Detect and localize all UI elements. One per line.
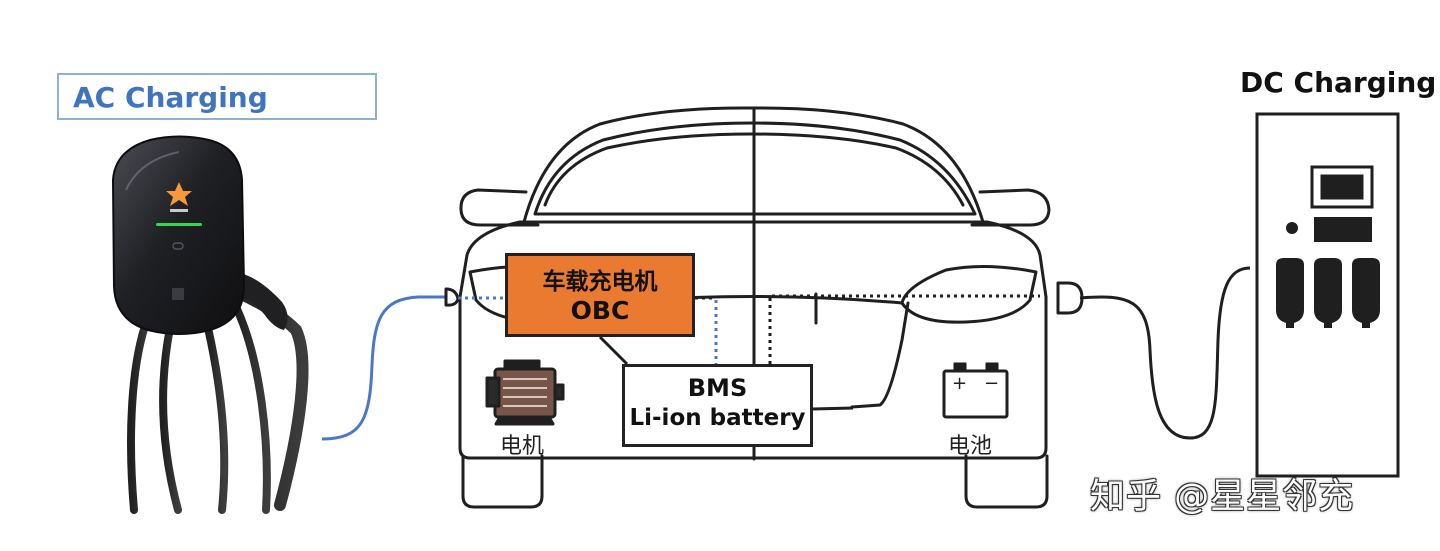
battery-label: 电池 [948, 434, 993, 459]
obc-chinese-label: 车载充电机 [542, 269, 658, 295]
battery-minus-label: − [984, 373, 999, 394]
dc-pile-icon [1255, 112, 1400, 478]
bms-battery-link [812, 406, 854, 411]
bms-label: BMS [687, 374, 748, 402]
ac-charging-title: AC Charging [73, 81, 268, 114]
motor-label: 电机 [500, 434, 545, 459]
dc-cable [1079, 266, 1251, 440]
motor-icon [485, 359, 565, 426]
watermark-text: 知乎 @星星邻充 [1090, 477, 1355, 517]
battery-plus-label: + [952, 373, 967, 394]
battery-icon [942, 362, 1009, 419]
star-logo-icon [166, 182, 192, 206]
ac-cable [321, 295, 446, 441]
ac-charging-title-box: AC Charging [57, 73, 377, 120]
internal-wiring [458, 294, 1040, 364]
obc-english-label: OBC [570, 296, 630, 325]
wallbox-icon [111, 135, 309, 514]
obc-box: 车载充电机 OBC [505, 253, 695, 337]
dc-charging-title: DC Charging [1240, 66, 1437, 99]
li-ion-battery-label: Li-ion battery [629, 405, 806, 431]
obc-bms-link [598, 335, 629, 366]
bms-box: BMS Li-ion battery [622, 364, 813, 447]
logo-wordmark [170, 209, 188, 212]
